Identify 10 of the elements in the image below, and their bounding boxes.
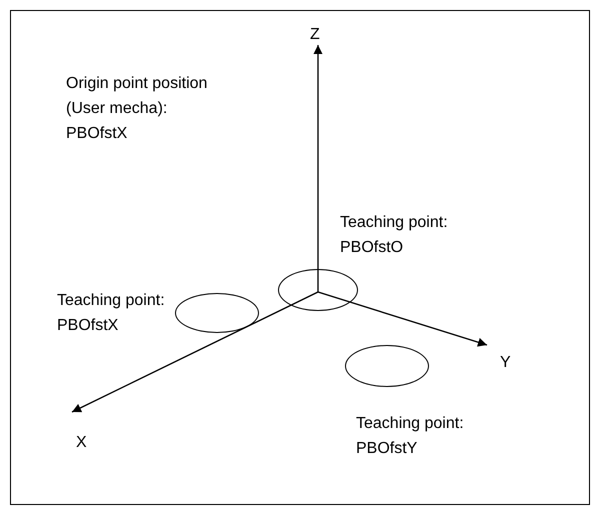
axis-label: Z xyxy=(310,25,321,45)
point-description: Teaching point: PBOfstY xyxy=(356,414,465,459)
point-description: Origin point position (User mecha): PBOfstX xyxy=(66,74,208,144)
point-ellipse xyxy=(175,293,259,333)
point-ellipse xyxy=(278,269,358,311)
axis-label: X xyxy=(76,433,88,453)
axis-label: Y xyxy=(500,353,512,373)
point-description: Teaching point: PBOfstX xyxy=(57,291,166,336)
point-ellipse xyxy=(345,345,429,387)
point-description: Teaching point: PBOfstO xyxy=(340,213,449,258)
